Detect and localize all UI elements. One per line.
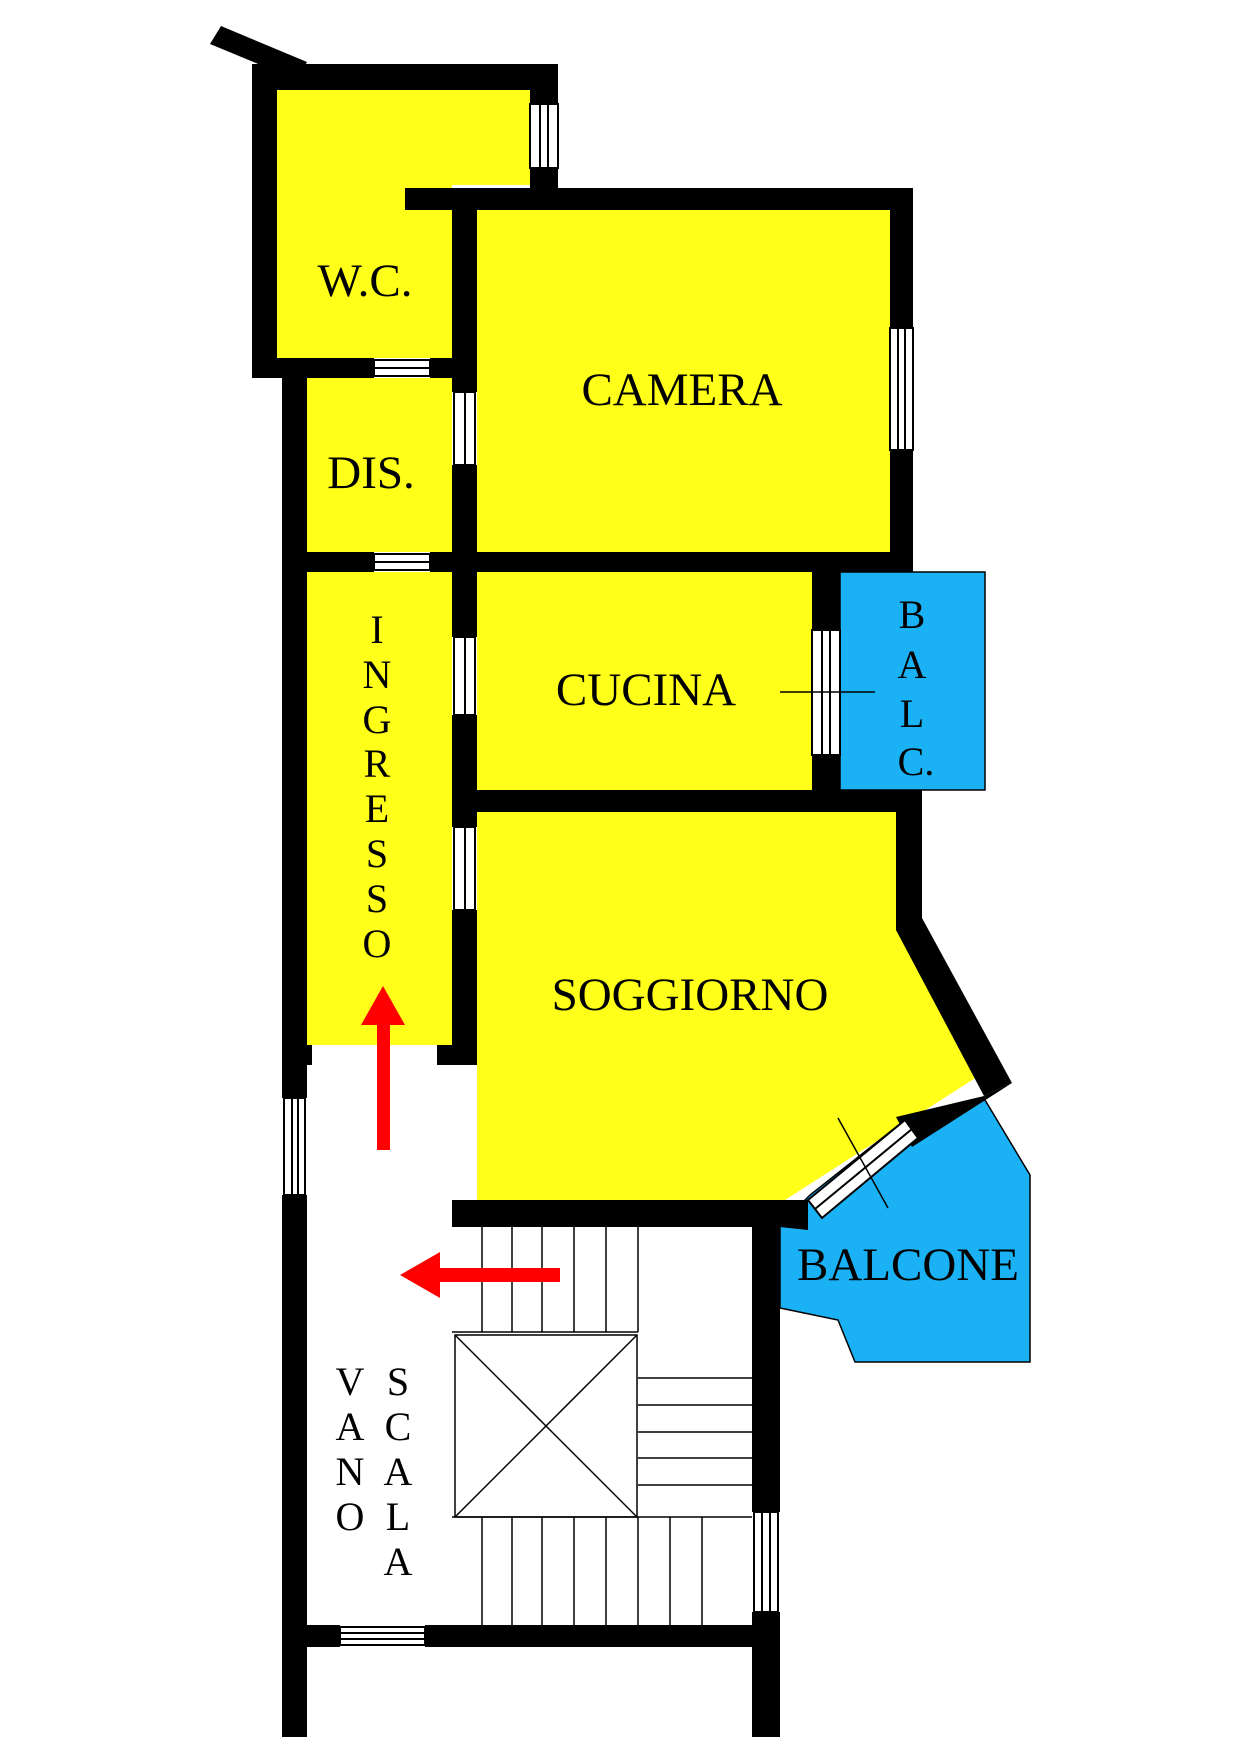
label-ingresso-letter: N (363, 652, 392, 697)
wall-camera-right-b (890, 450, 913, 572)
wall-wc-bottom-b (430, 358, 477, 378)
wall-ingresso-right-a (452, 572, 477, 637)
window-wc (529, 103, 559, 169)
door-wc-dis (373, 359, 431, 377)
openings (283, 103, 920, 1646)
label-scala-vertical: S C A L A (384, 1359, 413, 1584)
label-cucina: CUCINA (556, 664, 736, 716)
wall-bottom-a (282, 1625, 340, 1647)
wall-wc-top (258, 64, 558, 90)
label-ingresso-letter: G (363, 697, 392, 742)
label-scala-letter: S (387, 1359, 409, 1404)
wall-dis-bottom-b (430, 552, 913, 572)
wall-soggiorno-bottom (452, 1200, 785, 1227)
label-balc-letter: C. (898, 739, 935, 784)
camera-room (477, 210, 890, 552)
door-soggiorno-balcone (806, 1118, 920, 1220)
wall-wc-left (252, 64, 277, 378)
wall-wc-right-upper (530, 64, 558, 104)
wall-camera-right-a (890, 188, 913, 328)
label-wc: W.C. (318, 255, 413, 307)
label-ingresso-letter: S (366, 876, 388, 921)
swing-markers (780, 691, 889, 1209)
wall-ingresso-right-c (452, 910, 477, 1052)
wall-camera-top (405, 188, 913, 210)
window-vano-scala (283, 1097, 306, 1196)
balcone-balcony (779, 1099, 1031, 1363)
walls (210, 26, 1012, 1737)
label-balc-letter: B (899, 592, 926, 637)
entry-arrow-up-icon (361, 986, 405, 1150)
entry-arrow-left-icon (400, 1252, 560, 1298)
wall-ingresso-bottom-l (282, 1045, 312, 1065)
label-vano-letter: V (336, 1359, 365, 1404)
door-ingresso-cucina (453, 636, 476, 716)
staircase (452, 1221, 755, 1628)
label-scala-letter: L (386, 1494, 410, 1539)
wc-room (277, 90, 530, 358)
label-vano-letter: O (336, 1494, 365, 1539)
wall-soggiorno-right (896, 790, 922, 930)
label-ingresso-letter: E (365, 786, 389, 831)
label-scala-letter: A (384, 1449, 413, 1494)
entry-arrows (361, 986, 560, 1298)
label-ingresso-letter: O (363, 921, 392, 966)
window-camera (889, 327, 914, 451)
label-ingresso-letter: I (370, 607, 383, 652)
window-stair-right (753, 1511, 779, 1613)
label-vano-letter: A (336, 1404, 365, 1449)
cucina-room (477, 572, 812, 790)
wall-ingresso-bottom-r (437, 1045, 477, 1065)
wall-soggiorno-lower-right (896, 1083, 1012, 1147)
label-dis: DIS. (327, 447, 414, 499)
wall-wc-inner-right (452, 188, 477, 378)
label-balcone: BALCONE (797, 1239, 1019, 1291)
label-ingresso-letter: S (366, 831, 388, 876)
room-fills (277, 90, 1031, 1363)
wall-wc-bottom-a (252, 358, 374, 378)
wall-outer-left-a (282, 378, 307, 1098)
label-balc-vertical: B A L C. (898, 592, 935, 784)
wall-cucina-bottom (452, 790, 922, 812)
balc-balcony (839, 571, 986, 791)
label-ingresso-vertical: I N G R E S S O (363, 607, 392, 966)
stair-bottom-flight (452, 1516, 752, 1628)
window-bottom (339, 1626, 426, 1646)
label-camera: CAMERA (581, 364, 782, 416)
soggiorno-room (477, 812, 980, 1200)
wall-soggiorno-bottom-corner (780, 1200, 808, 1230)
wall-dis-bottom-a (282, 552, 374, 572)
door-ingresso-soggiorno (453, 826, 476, 911)
wall-stair-right-a (752, 1222, 780, 1512)
label-balc-letter: L (900, 691, 924, 736)
stair-right-flight (638, 1377, 752, 1486)
wall-dis-right-b (452, 465, 477, 555)
label-soggiorno: SOGGIORNO (552, 969, 829, 1021)
wall-soggiorno-diagonal (896, 918, 1012, 1096)
wall-dis-right-a (452, 378, 477, 392)
labels: W.C. CAMERA DIS. CUCINA SOGGIORNO BALCON… (318, 255, 1019, 1584)
door-dis-ingresso (373, 553, 431, 571)
label-vano-letter: N (336, 1449, 365, 1494)
ingresso-room (307, 572, 452, 1045)
wall-bottom-b (425, 1625, 780, 1647)
label-balc-letter: A (898, 642, 927, 687)
wall-cucina-right-a (812, 572, 840, 630)
stair-void-x-icon (454, 1334, 638, 1518)
label-vano-vertical: V A N O (336, 1359, 365, 1539)
label-ingresso-letter: R (364, 741, 391, 786)
wall-wc-right-lower (530, 168, 558, 191)
door-dis-camera (453, 391, 476, 466)
wall-outer-left-b (282, 1195, 307, 1737)
dis-room (307, 378, 452, 552)
label-scala-letter: A (384, 1539, 413, 1584)
label-scala-letter: C (385, 1404, 412, 1449)
